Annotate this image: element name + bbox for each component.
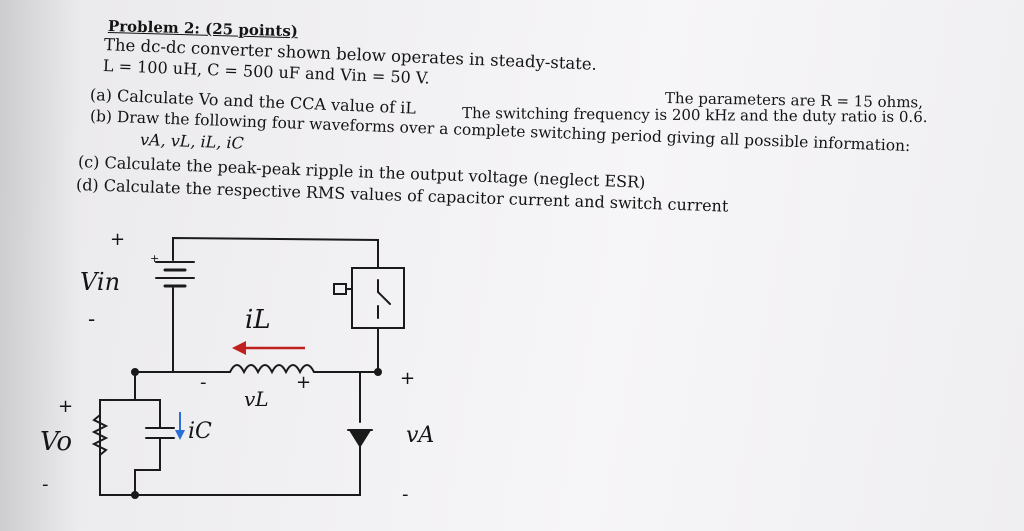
node-a xyxy=(374,368,382,376)
vl-label: vL xyxy=(244,387,269,411)
battery-plus-mark: + xyxy=(150,252,159,265)
switch-gate xyxy=(333,283,347,295)
vo-label: Vo xyxy=(40,427,72,457)
va-minus: - xyxy=(402,484,409,505)
diode-body xyxy=(348,429,372,448)
ic-arrow xyxy=(175,412,185,440)
il-label: iL xyxy=(245,305,271,335)
vl-plus: + xyxy=(296,372,311,393)
vin-plus: + xyxy=(110,229,125,250)
vo-minus: - xyxy=(42,474,49,495)
resistor-zigzag xyxy=(91,414,109,456)
top-wire xyxy=(172,236,379,269)
bottom-wire xyxy=(134,445,361,496)
page-shadow xyxy=(0,0,80,531)
va-plus: + xyxy=(400,368,415,389)
vin-label: Vin xyxy=(80,268,120,296)
va-label: vA xyxy=(406,423,434,448)
inductor-coil xyxy=(229,364,315,375)
switch-blade xyxy=(377,291,391,305)
load-branch-wire xyxy=(99,371,136,496)
il-arrow xyxy=(232,341,305,355)
node-left xyxy=(131,368,139,376)
cap-bottom-wire xyxy=(134,437,161,496)
node-bottom xyxy=(131,491,139,499)
vo-plus: + xyxy=(58,396,73,417)
ic-label: iC xyxy=(188,419,212,444)
vin-minus: - xyxy=(88,307,95,331)
vl-minus: - xyxy=(200,372,207,393)
cap-top-wire xyxy=(134,399,161,429)
